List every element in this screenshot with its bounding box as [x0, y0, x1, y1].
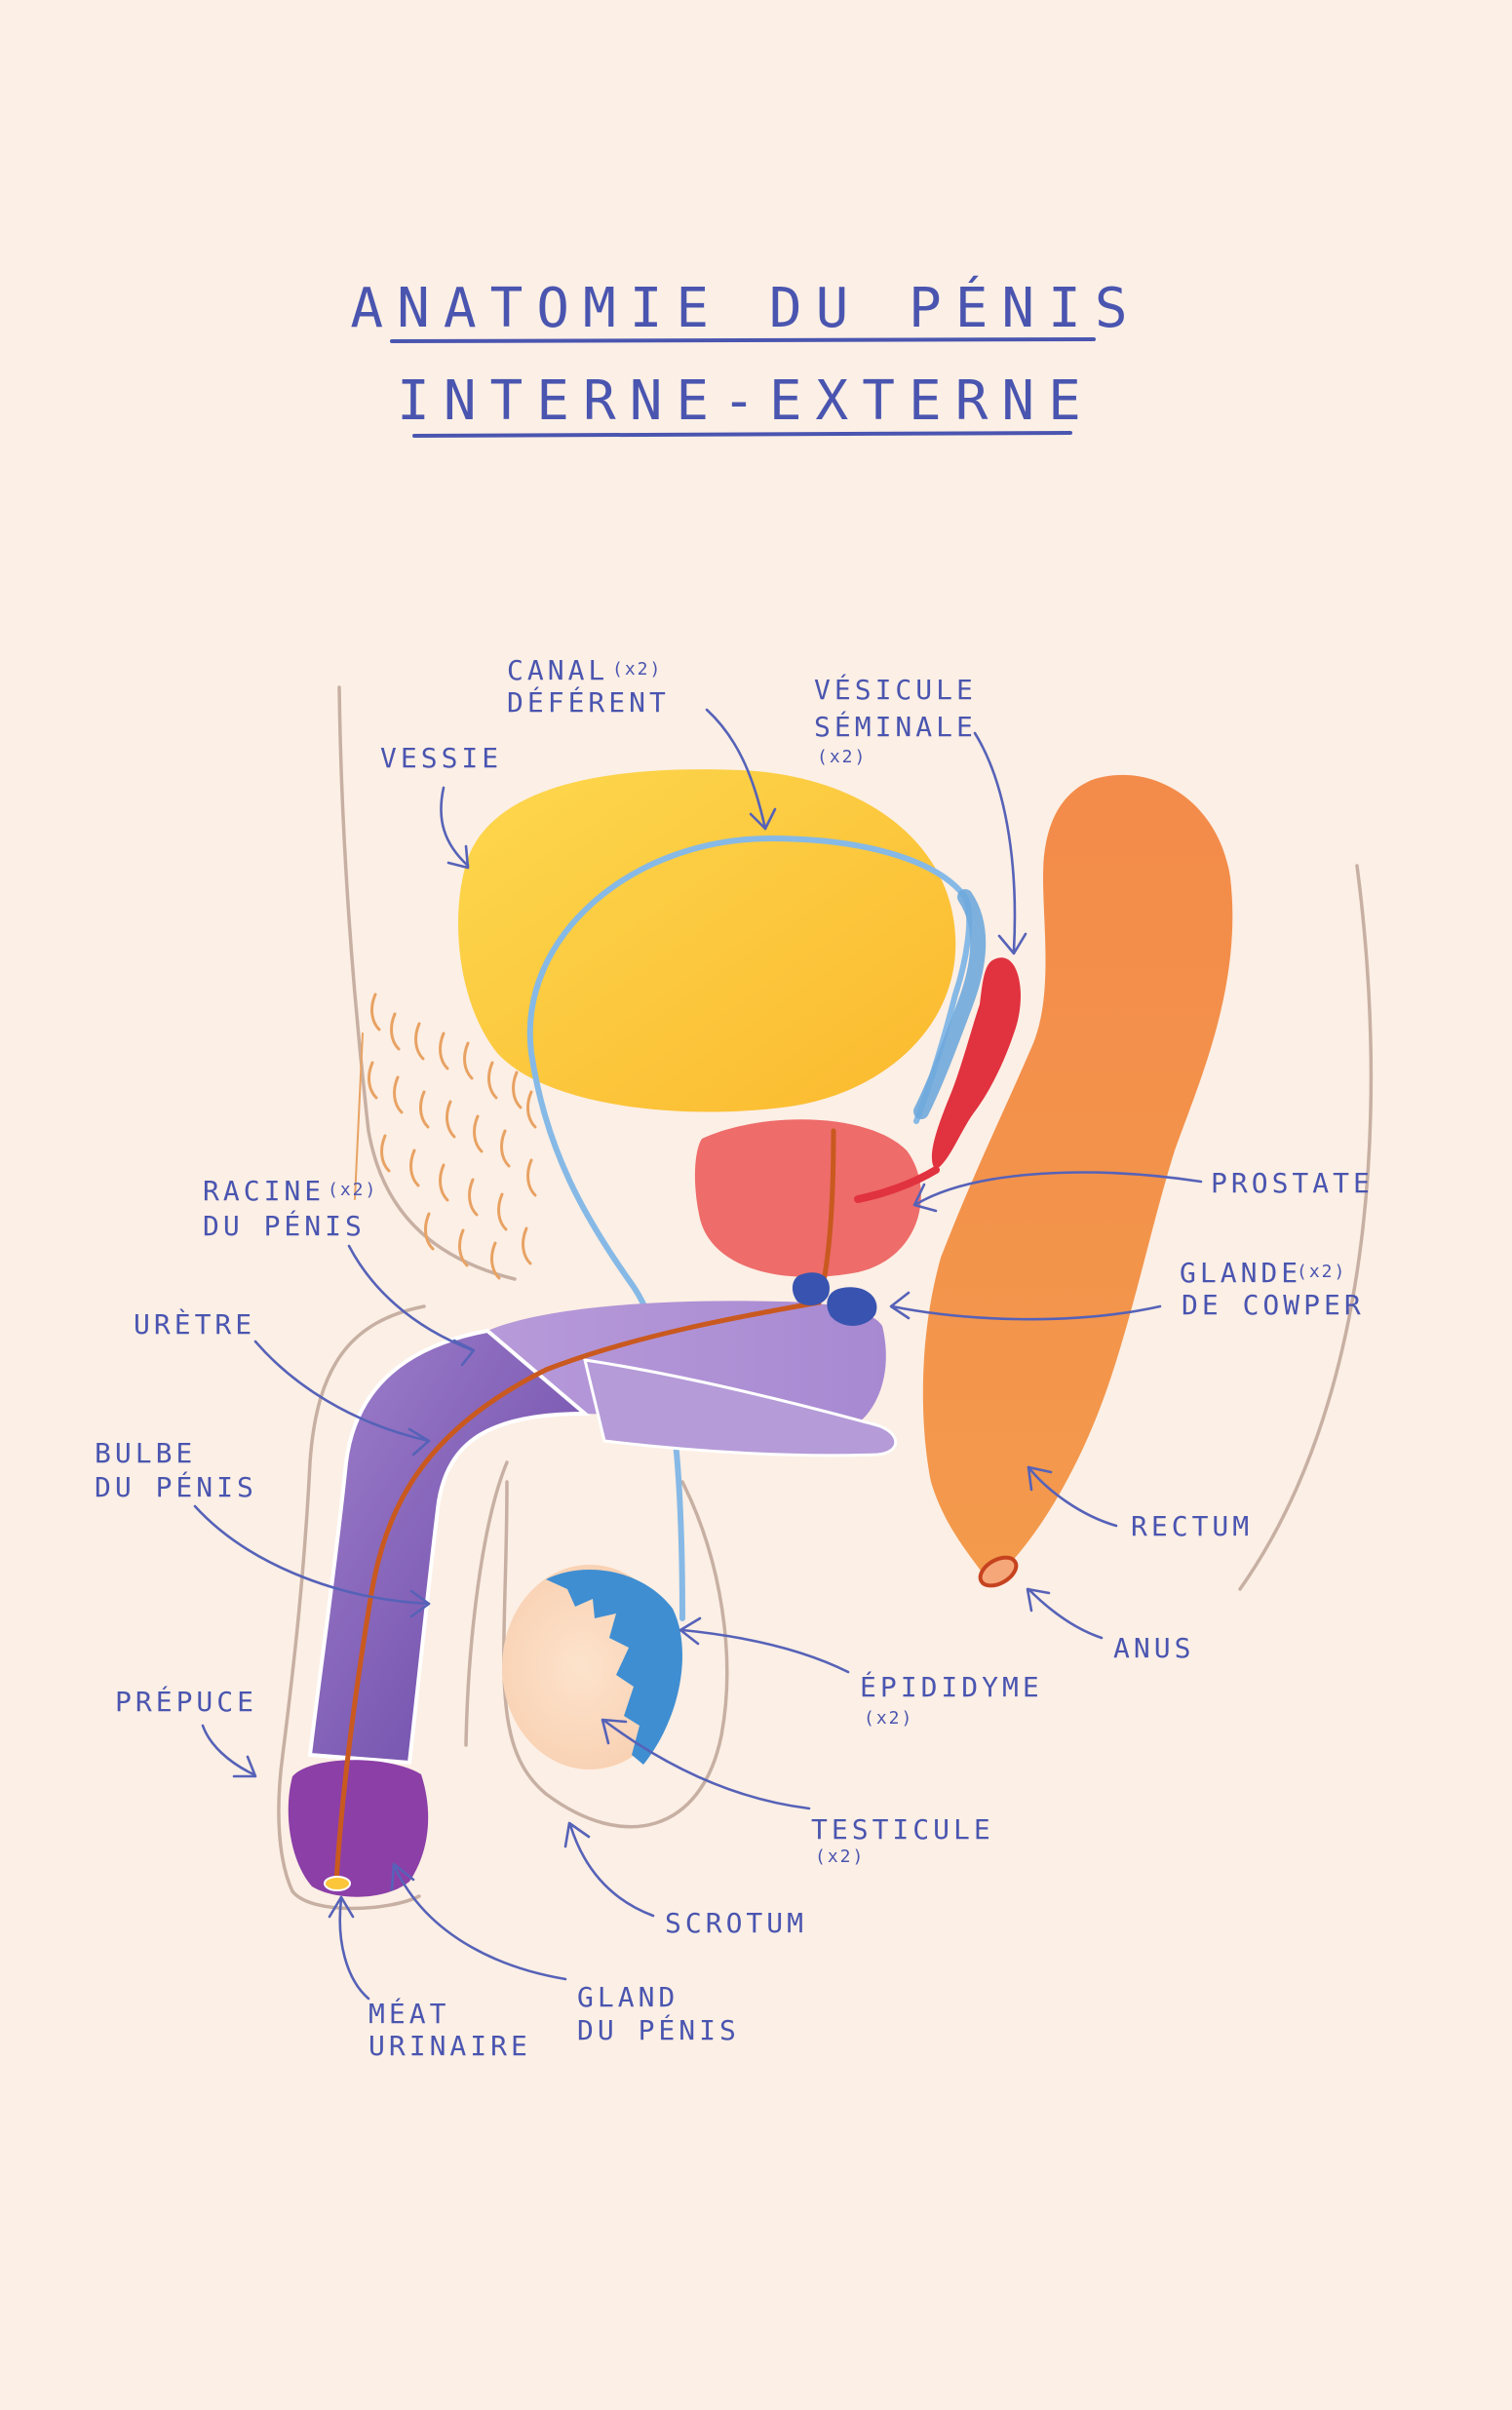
penis-shaft — [307, 1328, 591, 1766]
label-glande-sup: (x2) — [1297, 1262, 1346, 1282]
leader-rectum — [1027, 1465, 1118, 1528]
leader-testicule — [602, 1719, 811, 1810]
urinary-meatus — [324, 1876, 351, 1891]
label-bulbe-du-penis: BULBE DU PÉNIS — [95, 1437, 257, 1503]
label-meat-urinaire: MÉAT URINAIRE — [368, 1997, 531, 2062]
leader-glande — [890, 1304, 1162, 1321]
label-vesicule-sup: (x2) — [817, 747, 867, 767]
label-prepuce: PRÉPUCE — [115, 1685, 257, 1718]
label-rectum: RECTUM — [1131, 1510, 1253, 1542]
rectum — [922, 774, 1233, 1579]
label-gland-line1: GLAND — [577, 1981, 678, 2013]
buttock-outline — [1238, 864, 1374, 1591]
label-canal-line1: CANAL — [507, 654, 608, 686]
label-epididyme: ÉPIDIDYME (x2) — [860, 1670, 1043, 1729]
label-testicule-sup: (x2) — [815, 1846, 865, 1867]
leader-vessie — [440, 786, 470, 868]
label-vesicule-line2: SÉMINALE — [814, 710, 977, 743]
label-canal-line2: DÉFÉRENT — [507, 685, 670, 719]
label-uretre: URÈTRE — [134, 1307, 255, 1341]
label-glande-line2: DE COWPER — [1182, 1289, 1365, 1321]
label-bulbe-line2: DU PÉNIS — [95, 1470, 257, 1503]
leader-prepuce — [201, 1724, 255, 1776]
seminal-vesicle — [931, 957, 1021, 1170]
leader-racine — [347, 1244, 475, 1352]
label-canal-deferent: CANAL (x2) DÉFÉRENT — [507, 654, 670, 719]
foreskin-outline — [277, 1304, 426, 1911]
leaders — [193, 708, 1203, 2001]
leader-scrotum — [568, 1823, 655, 1918]
leader-canal — [705, 708, 767, 831]
shaft-inner-outline — [464, 1460, 509, 1747]
labels: CANAL (x2) DÉFÉRENT VÉSICULE SÉMINALE (x… — [95, 654, 1374, 2062]
abdomen-outline — [337, 685, 517, 1281]
label-racine-du-penis: RACINE (x2) DU PÉNIS — [203, 1175, 377, 1242]
label-glande-de-cowper: GLANDE (x2) DE COWPER — [1180, 1257, 1365, 1321]
label-epididyme-sup: (x2) — [864, 1708, 913, 1729]
prostate — [694, 1119, 921, 1277]
label-prostate: PROSTATE — [1211, 1167, 1374, 1199]
label-testicule-line1: TESTICULE — [811, 1813, 994, 1846]
label-vesicule-line1: VÉSICULE — [814, 673, 977, 706]
label-bulbe-line1: BULBE — [95, 1437, 196, 1469]
title-underline-2 — [412, 431, 1072, 438]
leader-epididyme — [680, 1628, 850, 1674]
cowper-gland-1 — [792, 1272, 830, 1306]
label-glande-line1: GLANDE — [1180, 1257, 1301, 1289]
label-racine-sup: (x2) — [328, 1180, 377, 1200]
label-testicule: TESTICULE (x2) — [811, 1813, 994, 1867]
pubic-hair — [354, 992, 537, 1280]
leader-bulbe — [193, 1504, 431, 1606]
epididymis — [546, 1570, 682, 1765]
leader-prostate — [914, 1171, 1203, 1206]
leader-vesicule — [973, 731, 1017, 952]
label-meat-line2: URINAIRE — [368, 2030, 531, 2062]
leader-anus — [1027, 1587, 1104, 1640]
label-anus: ANUS — [1113, 1632, 1194, 1664]
cowper-gland-2 — [827, 1287, 877, 1326]
title-underline-1 — [390, 337, 1096, 343]
label-scrotum: SCROTUM — [665, 1907, 807, 1939]
glans — [288, 1760, 429, 1897]
crus-penis — [583, 1358, 898, 1458]
label-epididyme-line1: ÉPIDIDYME — [860, 1670, 1043, 1703]
bladder — [458, 769, 956, 1112]
label-racine-line2: DU PÉNIS — [203, 1209, 366, 1242]
label-racine-line1: RACINE — [203, 1175, 325, 1207]
anus — [978, 1555, 1019, 1588]
ejaculatory-duct — [854, 1166, 940, 1203]
title-line-1: ANATOMIE DU PÉNIS — [350, 277, 1141, 340]
label-vesicule-seminale: VÉSICULE SÉMINALE (x2) — [814, 673, 977, 767]
label-meat-line1: MÉAT — [368, 1997, 449, 2030]
leader-uretre — [253, 1340, 431, 1443]
vas-deferens-ampulla — [913, 889, 987, 1119]
label-vessie: VESSIE — [380, 742, 502, 774]
leader-gland — [393, 1865, 567, 1981]
title-line-2: INTERNE-EXTERNE — [397, 369, 1095, 433]
label-gland-line2: DU PÉNIS — [577, 2013, 740, 2046]
label-canal-sup: (x2) — [612, 659, 662, 680]
label-gland-du-penis: GLAND DU PÉNIS — [577, 1981, 740, 2046]
leader-meat — [338, 1897, 370, 2001]
title: ANATOMIE DU PÉNIS INTERNE-EXTERNE — [350, 277, 1141, 438]
penis-root — [487, 1301, 886, 1423]
